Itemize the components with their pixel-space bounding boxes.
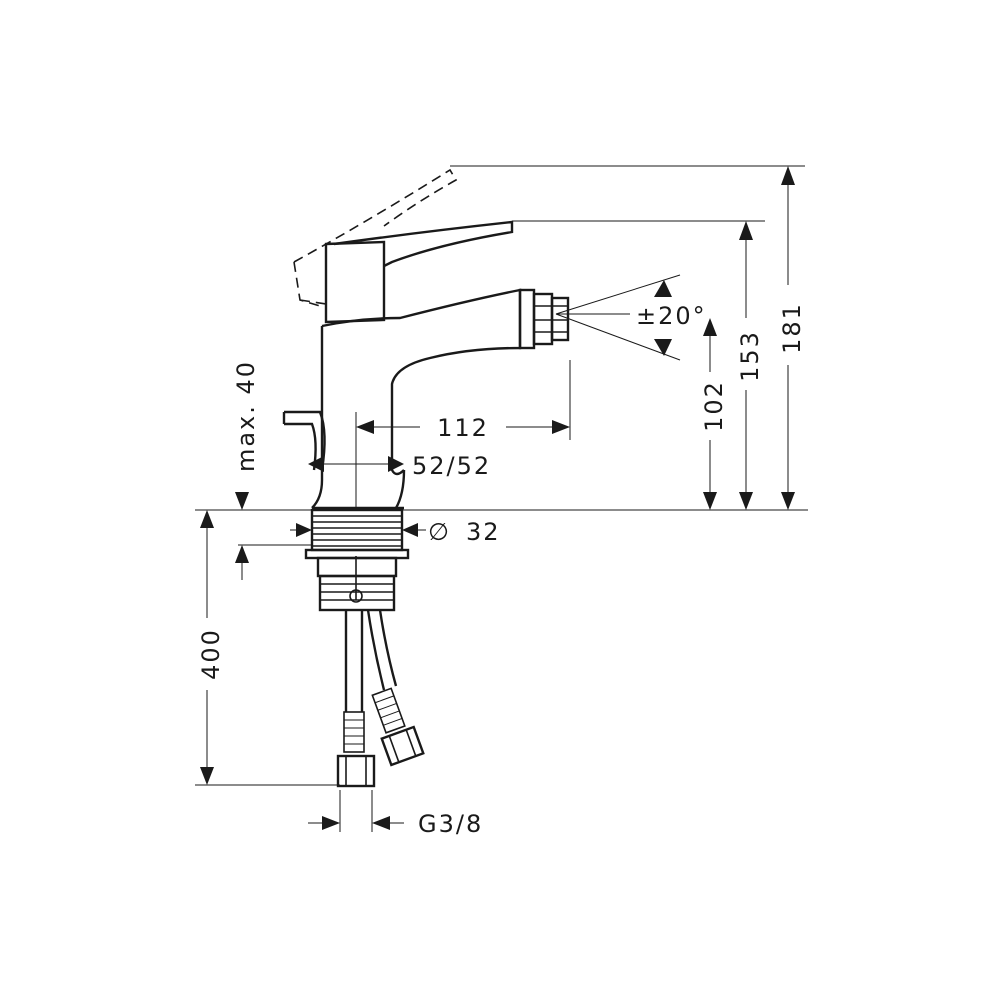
threaded-shank xyxy=(304,508,410,612)
label-52-52: 52/52 xyxy=(412,452,491,480)
label-112: 112 xyxy=(437,414,489,442)
dimension-32 xyxy=(290,523,426,537)
label-400: 400 xyxy=(197,628,225,680)
label-g38: G3/8 xyxy=(418,810,483,838)
label-angle: ±20° xyxy=(636,302,707,330)
dimension-181 xyxy=(781,166,795,510)
dimension-angle xyxy=(654,280,672,356)
dimension-400 xyxy=(200,510,214,785)
label-32: 32 xyxy=(466,518,501,546)
dimension-112 xyxy=(356,420,570,434)
label-181: 181 xyxy=(778,302,806,354)
label-102: 102 xyxy=(700,380,728,432)
dimension-153 xyxy=(739,221,753,510)
label-153: 153 xyxy=(736,330,764,382)
flexible-hoses xyxy=(336,609,425,788)
dimension-102 xyxy=(703,318,717,510)
extension-lines xyxy=(195,165,808,832)
label-max40: max. 40 xyxy=(232,360,260,472)
dimension-52-52 xyxy=(308,456,404,472)
diameter-symbol: ∅ xyxy=(428,518,451,546)
dimension-max40 xyxy=(235,492,249,580)
dimension-g38 xyxy=(308,816,404,830)
